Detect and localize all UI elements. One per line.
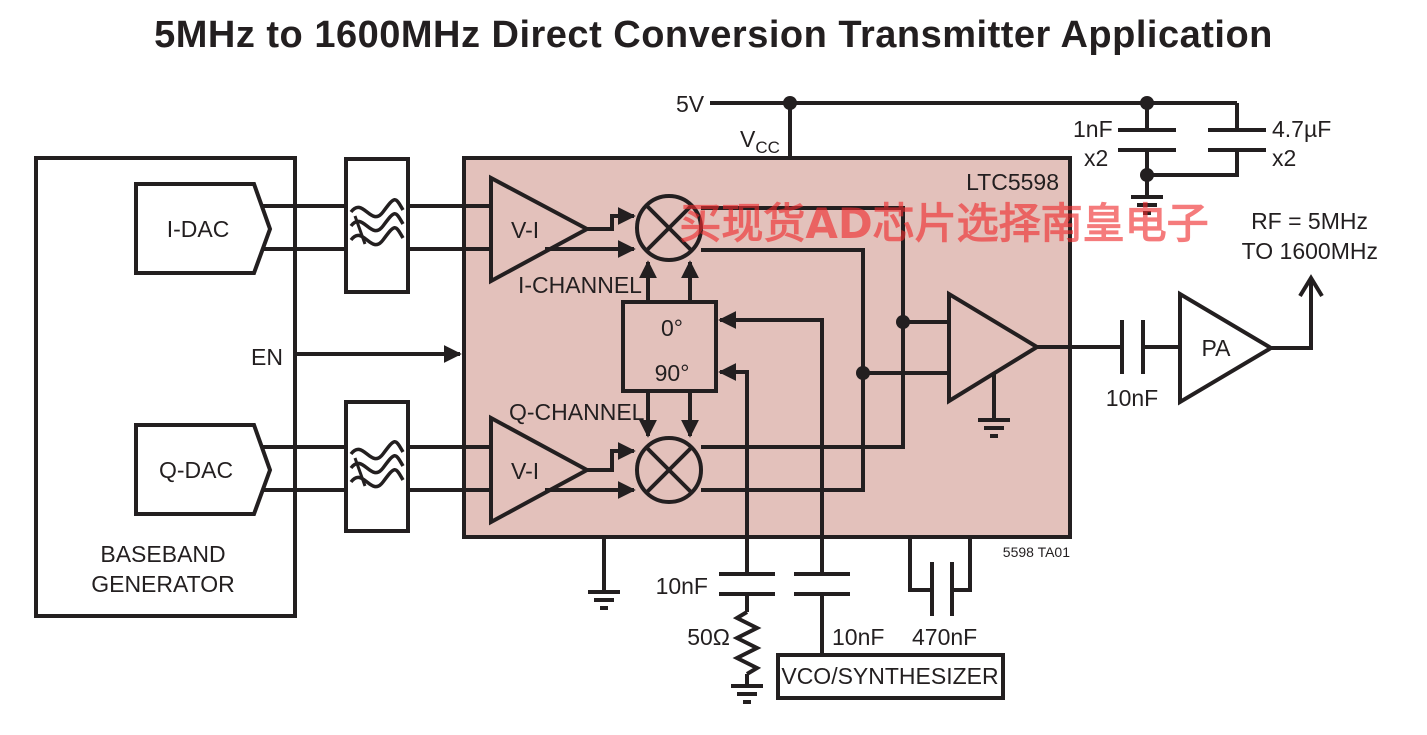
- cap-lo1-label: 10nF: [656, 573, 708, 599]
- capacitor-icon: [794, 572, 850, 596]
- phase-0-label: 0°: [661, 315, 683, 341]
- baseband-line-2: GENERATOR: [91, 571, 235, 597]
- rf-line-2: TO 1600MHz: [1242, 238, 1378, 264]
- vco-synthesizer-block: [776, 653, 1005, 700]
- power-amplifier: [1178, 290, 1275, 406]
- mixer-icon: [635, 194, 703, 262]
- en-label: EN: [251, 344, 283, 370]
- mixer-icon: [635, 436, 703, 504]
- cap-lo2-label: 10nF: [832, 624, 884, 650]
- cap-4u7-qty: x2: [1272, 145, 1296, 171]
- phase-90-label: 90°: [655, 360, 690, 386]
- pa-label: PA: [1202, 335, 1232, 361]
- ground-icon: [586, 590, 622, 610]
- cap-470-label: 470nF: [912, 624, 977, 650]
- supply-label: 5V: [676, 91, 705, 117]
- baseband-line-1: BASEBAND: [100, 541, 225, 567]
- antenna-icon: [1298, 274, 1324, 298]
- cap-out-label: 10nF: [1106, 385, 1158, 411]
- filter-block-top: [344, 157, 410, 294]
- i-channel-label: I-CHANNEL: [518, 272, 642, 298]
- vi-amplifier-q: [489, 414, 592, 526]
- vi-amplifier-i: [489, 174, 592, 285]
- rf-line-1: RF = 5MHz: [1251, 208, 1368, 234]
- chip-label: LTC5598: [966, 169, 1059, 195]
- filter-block-bottom: [344, 400, 410, 533]
- capacitor-icon: [1118, 128, 1176, 152]
- cap-1nf-label: 1nF: [1073, 116, 1113, 142]
- vi-top-label: V-I: [511, 217, 539, 243]
- capacitor-icon: [719, 572, 775, 596]
- diagram-title: 5MHz to 1600MHz Direct Conversion Transm…: [154, 14, 1273, 56]
- cap-4u7-label: 4.7µF: [1272, 116, 1331, 142]
- vco-label: VCO/SYNTHESIZER: [781, 663, 998, 689]
- figure-id: 5598 TA01: [1003, 544, 1070, 560]
- q-dac-label: Q-DAC: [159, 457, 233, 483]
- res-50-label: 50Ω: [687, 624, 730, 650]
- resistor-icon: [732, 610, 762, 676]
- watermark-text: 买现货AD芯片选择南皇电子: [679, 199, 1208, 248]
- q-channel-label: Q-CHANNEL: [509, 399, 645, 425]
- vi-bottom-label: V-I: [511, 458, 539, 484]
- cap-1nf-qty: x2: [1084, 145, 1108, 171]
- capacitor-icon: [1208, 128, 1266, 152]
- capacitor-icon: [930, 562, 954, 616]
- i-dac-label: I-DAC: [167, 216, 230, 242]
- phase-splitter-block: [621, 300, 718, 393]
- vcc-label: VCC: [740, 126, 780, 157]
- capacitor-icon: [1120, 320, 1145, 374]
- ground-icon: [729, 684, 765, 704]
